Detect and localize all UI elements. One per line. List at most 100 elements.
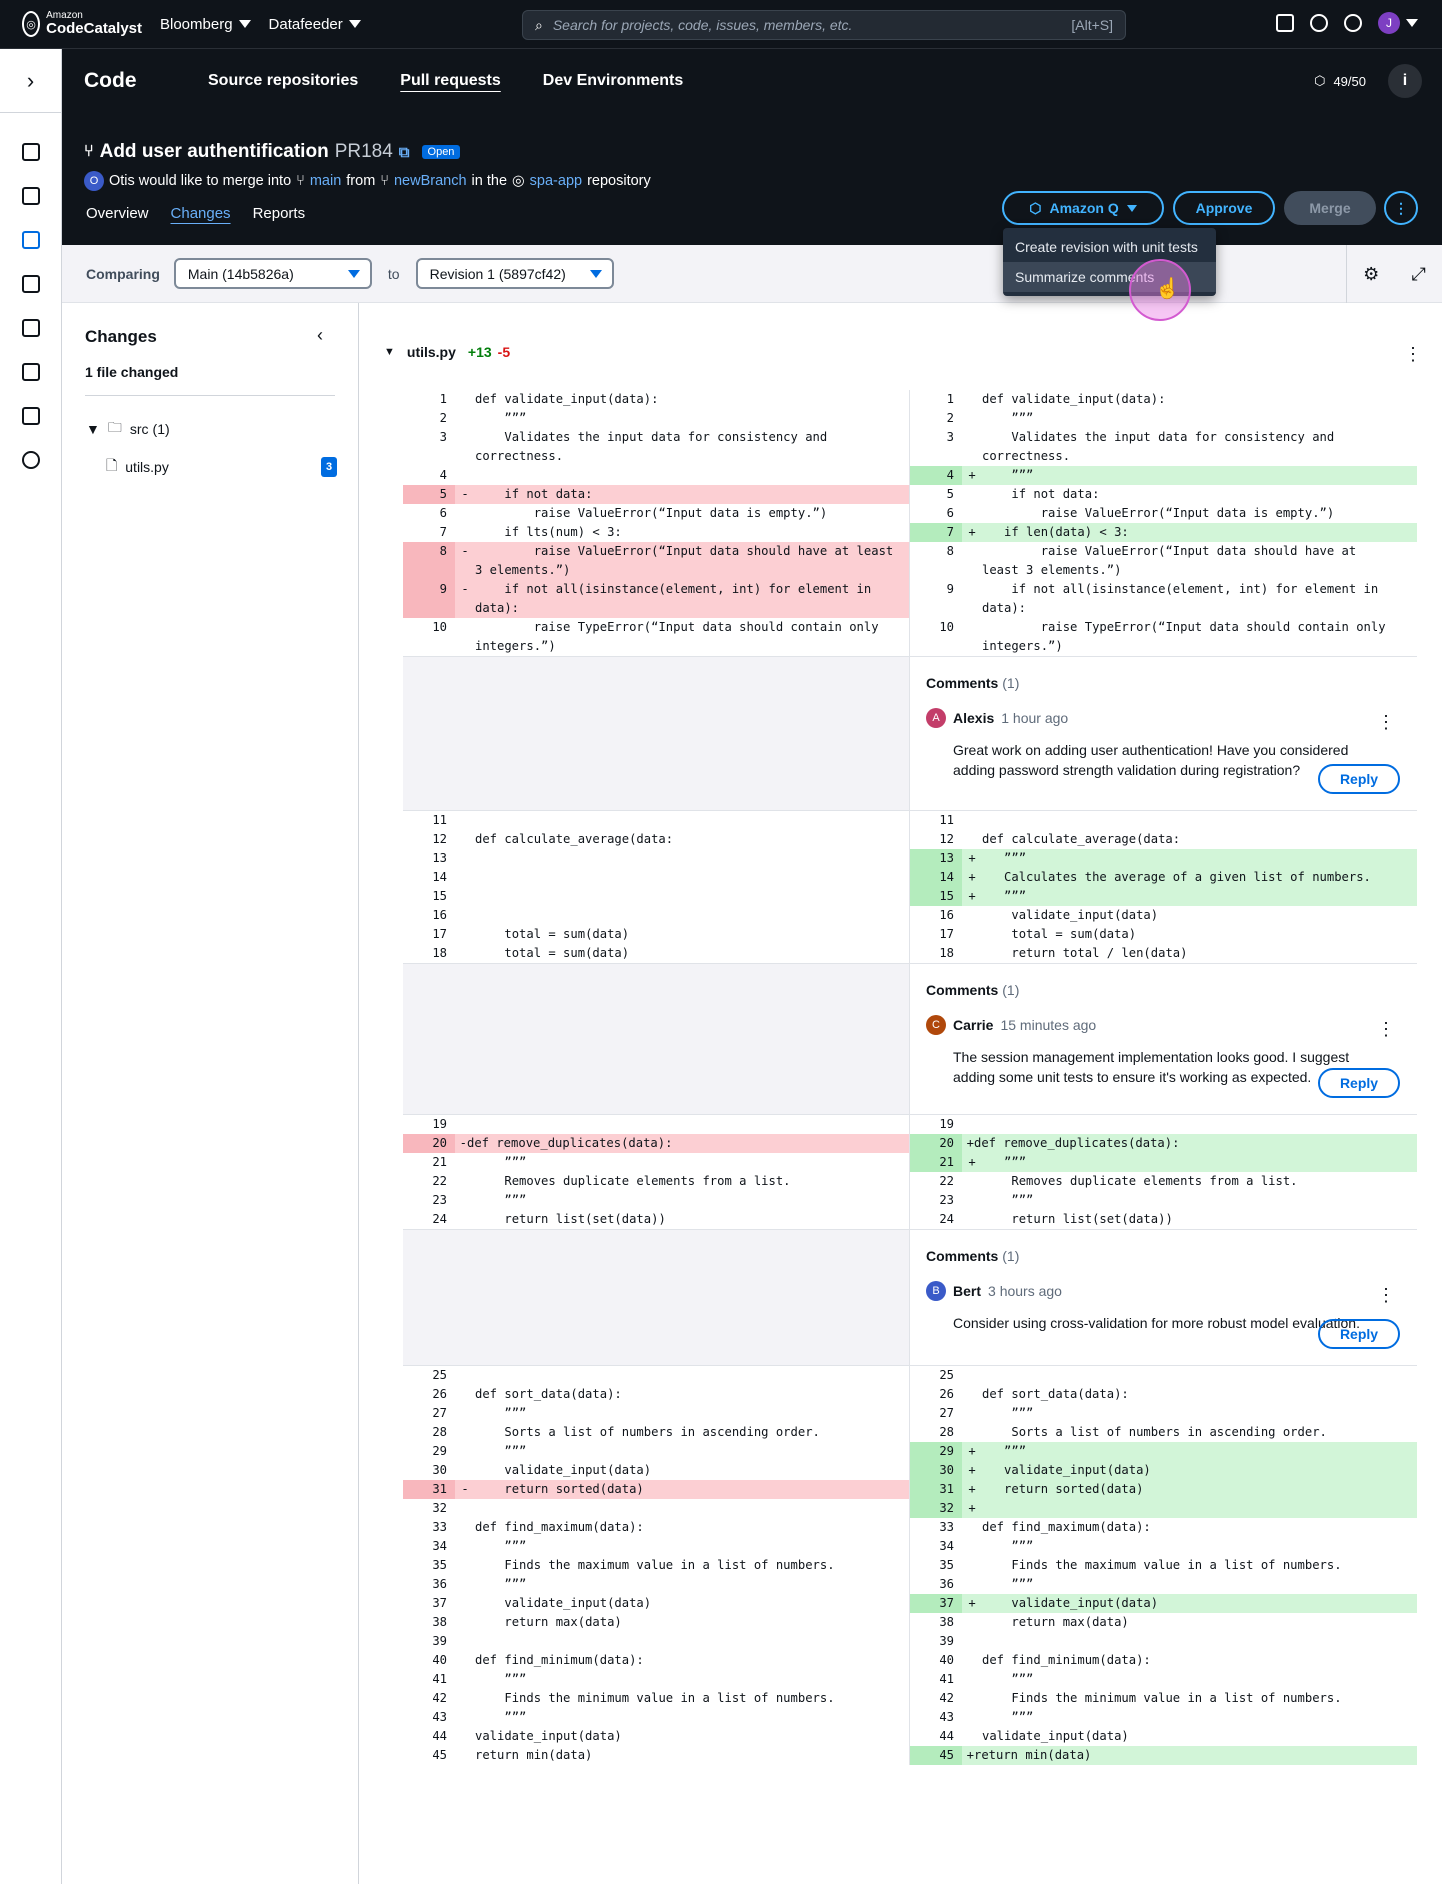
board-icon[interactable] bbox=[21, 187, 40, 205]
line-number[interactable]: 16 bbox=[432, 908, 447, 922]
line-number[interactable]: 33 bbox=[432, 1520, 447, 1534]
line-number[interactable]: 23 bbox=[939, 1193, 954, 1207]
base-revision-select[interactable]: Main (14b5826a) bbox=[173, 258, 372, 289]
line-number[interactable]: 14 bbox=[910, 868, 962, 887]
issues-icon[interactable] bbox=[21, 319, 40, 337]
line-number[interactable]: 35 bbox=[432, 1558, 447, 1572]
file-options-icon[interactable]: ⋮ bbox=[1404, 344, 1422, 364]
line-number[interactable]: 22 bbox=[939, 1174, 954, 1188]
line-number[interactable]: 10 bbox=[939, 620, 954, 634]
author-name[interactable]: Carrie bbox=[953, 1017, 994, 1033]
line-number[interactable]: 43 bbox=[939, 1710, 954, 1724]
line-number[interactable]: 38 bbox=[939, 1615, 954, 1629]
line-number[interactable]: 37 bbox=[910, 1594, 962, 1613]
line-number[interactable]: 6 bbox=[946, 506, 954, 520]
more-actions-icon[interactable]: ⋮ bbox=[1384, 191, 1418, 225]
line-number[interactable]: 15 bbox=[910, 887, 962, 906]
source-branch-link[interactable]: newBranch bbox=[393, 173, 467, 189]
calendar-icon[interactable] bbox=[1276, 14, 1294, 32]
author-name[interactable]: Alexis bbox=[953, 710, 995, 726]
line-number[interactable]: 25 bbox=[432, 1368, 447, 1382]
line-number[interactable]: 5 bbox=[403, 485, 455, 504]
packages-icon[interactable] bbox=[21, 363, 40, 381]
line-number[interactable]: 18 bbox=[432, 946, 447, 960]
tab-source-repositories[interactable]: Source repositories bbox=[208, 72, 359, 89]
cicd-icon[interactable] bbox=[21, 275, 40, 293]
line-number[interactable]: 39 bbox=[939, 1634, 954, 1648]
line-number[interactable]: 18 bbox=[939, 946, 954, 960]
line-number[interactable]: 25 bbox=[939, 1368, 954, 1382]
tab-reports[interactable]: Reports bbox=[252, 205, 306, 222]
line-number[interactable]: 35 bbox=[939, 1558, 954, 1572]
line-number[interactable]: 19 bbox=[432, 1117, 447, 1131]
line-number[interactable]: 9 bbox=[946, 582, 954, 596]
line-number[interactable]: 4 bbox=[910, 466, 962, 485]
project-selector[interactable]: Datafeeder bbox=[269, 16, 361, 33]
file-utils-py[interactable]: 🗋 utils.py 3 bbox=[106, 455, 337, 479]
line-number[interactable]: 41 bbox=[432, 1672, 447, 1686]
line-number[interactable]: 27 bbox=[432, 1406, 447, 1420]
reply-button[interactable]: Reply bbox=[1318, 1068, 1400, 1098]
reply-button[interactable]: Reply bbox=[1318, 764, 1400, 794]
comment-options-icon[interactable]: ⋮ bbox=[1377, 712, 1395, 732]
folder-src[interactable]: ▼ 🗀 src (1) bbox=[86, 417, 170, 441]
line-number[interactable]: 8 bbox=[946, 544, 954, 558]
line-number[interactable]: 7 bbox=[910, 523, 962, 542]
line-number[interactable]: 8 bbox=[403, 542, 455, 580]
line-number[interactable]: 11 bbox=[939, 813, 954, 827]
line-number[interactable]: 29 bbox=[432, 1444, 447, 1458]
triangle-down-icon[interactable]: ▼ bbox=[384, 346, 395, 358]
line-number[interactable]: 24 bbox=[432, 1212, 447, 1226]
line-number[interactable]: 33 bbox=[939, 1520, 954, 1534]
amazon-q-button[interactable]: ⬡ Amazon Q bbox=[1002, 191, 1164, 225]
settings-icon[interactable] bbox=[21, 451, 40, 469]
line-number[interactable]: 24 bbox=[939, 1212, 954, 1226]
line-number[interactable]: 40 bbox=[939, 1653, 954, 1667]
line-number[interactable]: 39 bbox=[432, 1634, 447, 1648]
search-input[interactable]: ⌕ Search for projects, code, issues, mem… bbox=[522, 10, 1126, 40]
line-number[interactable]: 20 bbox=[403, 1134, 455, 1153]
line-number[interactable]: 20 bbox=[910, 1134, 962, 1153]
line-number[interactable]: 19 bbox=[939, 1117, 954, 1131]
codecatalyst-logo[interactable]: ◎ Amazon CodeCatalyst bbox=[22, 11, 142, 37]
line-number[interactable]: 43 bbox=[432, 1710, 447, 1724]
line-number[interactable]: 34 bbox=[939, 1539, 954, 1553]
help-icon[interactable] bbox=[1310, 14, 1328, 32]
comment-options-icon[interactable]: ⋮ bbox=[1377, 1019, 1395, 1039]
merge-button[interactable]: Merge bbox=[1284, 191, 1376, 225]
line-number[interactable]: 37 bbox=[432, 1596, 447, 1610]
line-number[interactable]: 22 bbox=[432, 1174, 447, 1188]
user-menu[interactable]: J bbox=[1378, 12, 1418, 34]
line-number[interactable]: 38 bbox=[432, 1615, 447, 1629]
line-number[interactable]: 23 bbox=[432, 1193, 447, 1207]
line-number[interactable]: 6 bbox=[439, 506, 447, 520]
copy-icon[interactable]: ⧉ bbox=[398, 143, 410, 161]
line-number[interactable]: 26 bbox=[939, 1387, 954, 1401]
line-number[interactable]: 21 bbox=[432, 1155, 447, 1169]
expand-nav-icon[interactable]: › bbox=[0, 49, 61, 113]
author-name[interactable]: Bert bbox=[953, 1283, 982, 1299]
line-number[interactable]: 28 bbox=[939, 1425, 954, 1439]
line-number[interactable]: 42 bbox=[432, 1691, 447, 1705]
line-number[interactable]: 44 bbox=[939, 1729, 954, 1743]
line-number[interactable]: 11 bbox=[432, 813, 447, 827]
repo-link[interactable]: spa-app bbox=[529, 173, 583, 189]
line-number[interactable]: 5 bbox=[946, 487, 954, 501]
line-number[interactable]: 42 bbox=[939, 1691, 954, 1705]
line-number[interactable]: 30 bbox=[432, 1463, 447, 1477]
collapse-icon[interactable]: ‹ bbox=[317, 325, 323, 345]
menu-item-create-revision[interactable]: Create revision with unit tests bbox=[1015, 239, 1198, 255]
line-number[interactable]: 40 bbox=[432, 1653, 447, 1667]
line-number[interactable]: 1 bbox=[946, 392, 954, 406]
tab-dev-environments[interactable]: Dev Environments bbox=[542, 72, 684, 89]
line-number[interactable]: 36 bbox=[939, 1577, 954, 1591]
code-icon[interactable] bbox=[21, 231, 40, 249]
line-number[interactable]: 34 bbox=[432, 1539, 447, 1553]
line-number[interactable]: 31 bbox=[403, 1480, 455, 1499]
line-number[interactable]: 4 bbox=[439, 468, 447, 482]
line-number[interactable]: 32 bbox=[432, 1501, 447, 1515]
reply-button[interactable]: Reply bbox=[1318, 1319, 1400, 1349]
line-number[interactable]: 16 bbox=[939, 908, 954, 922]
gear-icon[interactable]: ⚙ bbox=[1363, 263, 1380, 284]
target-revision-select[interactable]: Revision 1 (5897cf42) bbox=[415, 258, 614, 289]
